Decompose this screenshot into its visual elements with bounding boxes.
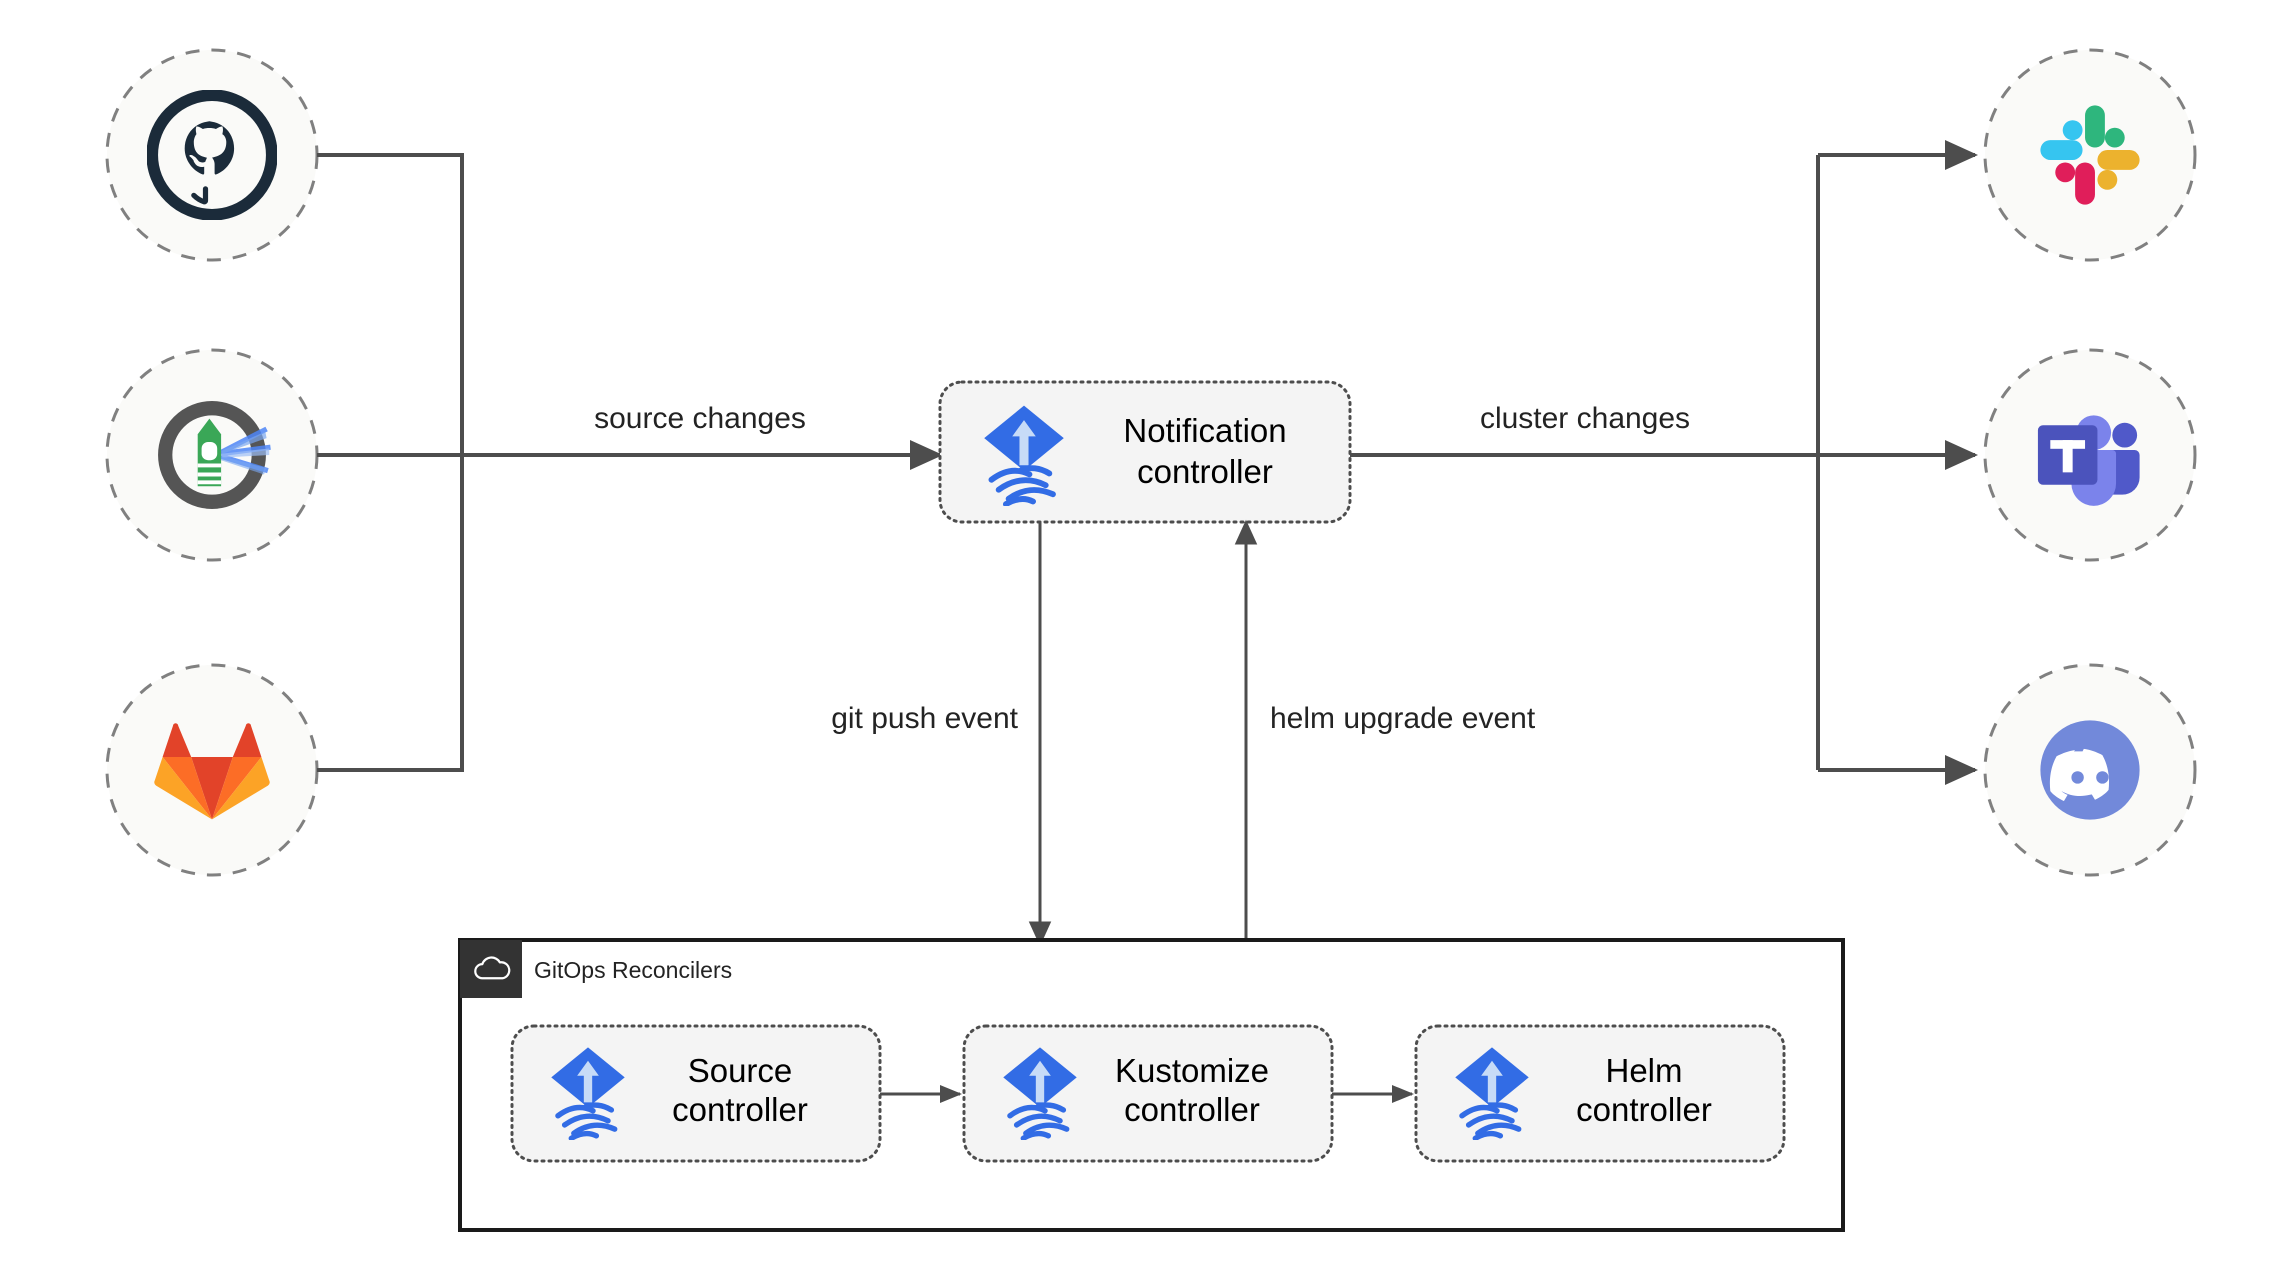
helm-controller-label-line2: controller <box>1576 1091 1712 1128</box>
kustomize-controller-label-line2: controller <box>1124 1091 1260 1128</box>
edge-label-source-changes: source changes <box>594 402 806 435</box>
notification-controller-label-line1: Notification <box>1123 412 1286 449</box>
kustomize-controller-label-line1: Kustomize <box>1115 1052 1269 1089</box>
source-controller-label-line2: controller <box>672 1091 808 1128</box>
destination-node-teams[interactable] <box>1983 348 2197 562</box>
edge-label-git-push-event: git push event <box>831 702 1018 735</box>
helm-controller-node[interactable]: Helm controller <box>1414 1024 1786 1163</box>
kustomize-controller-node[interactable]: Kustomize controller <box>962 1024 1334 1163</box>
source-bus-lines <box>317 153 943 772</box>
gitops-reconcilers-group[interactable]: GitOps Reconcilers Source controller Kus… <box>458 938 1845 1232</box>
event-lines <box>1028 519 1258 947</box>
source-controller-node[interactable]: Source controller <box>510 1024 882 1163</box>
source-controller-label-line1: Source <box>688 1052 793 1089</box>
source-node-gitlab[interactable] <box>105 663 319 877</box>
source-node-flagger[interactable] <box>105 348 319 562</box>
edge-label-cluster-changes: cluster changes <box>1480 402 1690 435</box>
source-node-github[interactable] <box>105 48 319 262</box>
notification-controller-label-line2: controller <box>1137 453 1273 490</box>
helm-controller-label-line1: Helm <box>1605 1052 1682 1089</box>
edge-label-helm-upgrade-event: helm upgrade event <box>1270 702 1536 735</box>
discord-icon <box>2040 720 2140 820</box>
destination-node-slack[interactable] <box>1983 48 2197 262</box>
notification-controller-node[interactable]: Notification controller <box>938 380 1352 524</box>
destination-node-discord[interactable] <box>1983 663 2197 877</box>
destination-bus-lines <box>1350 140 1978 785</box>
gitops-reconcilers-title: GitOps Reconcilers <box>534 957 732 983</box>
